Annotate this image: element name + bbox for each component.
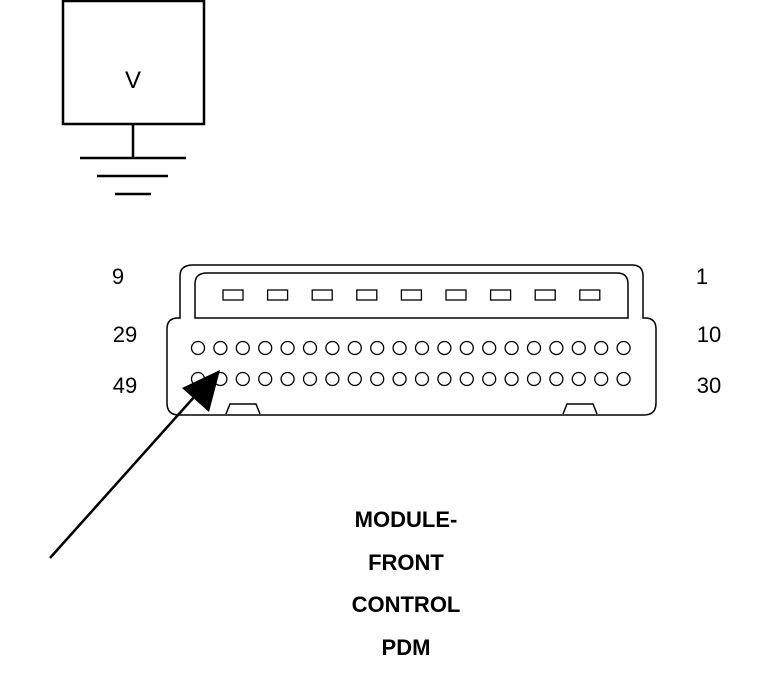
- pin-label-49: 49: [113, 373, 137, 398]
- pin-cavity-middle: [280, 340, 295, 356]
- latch-left: [225, 403, 261, 415]
- pin-cavity-middle: [459, 340, 474, 356]
- pin-cavity-middle: [616, 340, 631, 356]
- voltmeter-box: [61, 0, 206, 126]
- pin-cavity-top: [400, 289, 423, 301]
- pin-cavity-bottom: [258, 371, 273, 387]
- pin-cavity-bottom: [616, 371, 631, 387]
- pin-cavity-middle: [526, 340, 542, 356]
- pin-cavity-middle: [594, 340, 609, 356]
- pin-cavity-bottom: [459, 371, 474, 387]
- pin-cavity-middle: [302, 340, 318, 356]
- pin-cavity-bottom: [482, 371, 497, 387]
- pin-cavity-middle: [258, 340, 273, 356]
- ground-icon: [80, 156, 186, 196]
- pin-cavity-bottom: [414, 371, 430, 387]
- pin-cavity-bottom: [526, 371, 542, 387]
- connector: [166, 264, 657, 416]
- latch-right: [562, 403, 598, 415]
- pin-cavity-middle: [504, 340, 519, 356]
- pin-cavity-middle: [370, 340, 385, 356]
- pointer-arrow: [49, 370, 220, 559]
- pin-cavity-middle: [571, 340, 586, 356]
- pin-cavity-bottom: [571, 371, 586, 387]
- pin-label-29: 29: [113, 322, 137, 347]
- pin-cavity-middle: [549, 340, 564, 356]
- pin-cavity-middle: [235, 340, 250, 356]
- pin-cavity-middle: [437, 340, 452, 356]
- pin-cavity-top: [534, 289, 556, 301]
- pin-label-30: 30: [697, 373, 721, 398]
- pin-cavity-top: [489, 289, 512, 301]
- pin-cavity-bottom: [392, 371, 407, 387]
- caption-line-2: FRONT: [368, 550, 444, 575]
- pin-cavity-top: [266, 289, 289, 301]
- pin-cavity-middle: [392, 340, 407, 356]
- connector-outer-housing: [166, 264, 657, 416]
- pin-label-10: 10: [697, 322, 721, 347]
- pin-cavity-middle: [414, 340, 430, 356]
- pin-cavity-bottom: [280, 371, 295, 387]
- caption-line-1: MODULE-: [355, 507, 458, 532]
- connector-inner-shroud: [194, 272, 629, 319]
- voltmeter-symbol: V: [61, 0, 206, 196]
- pin-cavity-bottom: [594, 371, 609, 387]
- pin-cavity-bottom: [504, 371, 519, 387]
- pin-cavity-top: [311, 289, 333, 301]
- caption-line-3: CONTROL: [352, 592, 461, 617]
- pin-cavity-top: [222, 289, 244, 301]
- pin-cavity-middle: [482, 340, 497, 356]
- voltmeter-label: V: [125, 67, 141, 94]
- pin-cavity-bottom: [549, 371, 564, 387]
- module-caption: MODULE- FRONT CONTROL PDM: [352, 507, 461, 660]
- pin-cavity-top: [445, 289, 467, 301]
- pin-cavity-middle: [325, 340, 340, 356]
- pin-cavity-bottom: [437, 371, 452, 387]
- pin-cavity-middle: [347, 340, 362, 356]
- pin-cavity-bottom: [325, 371, 340, 387]
- pin-cavity-bottom: [347, 371, 362, 387]
- pin-label-1: 1: [696, 264, 708, 289]
- pin-cavity-bottom: [370, 371, 385, 387]
- pin-cavity-top: [579, 289, 601, 301]
- pin-cavity-top: [356, 289, 378, 301]
- pin-cavity-bottom: [235, 371, 250, 387]
- pin-cavity-middle: [190, 340, 206, 356]
- pin-label-9: 9: [112, 264, 124, 289]
- caption-line-4: PDM: [382, 635, 431, 660]
- pin-cavity-middle: [213, 340, 228, 356]
- pin-cavity-bottom: [302, 371, 318, 387]
